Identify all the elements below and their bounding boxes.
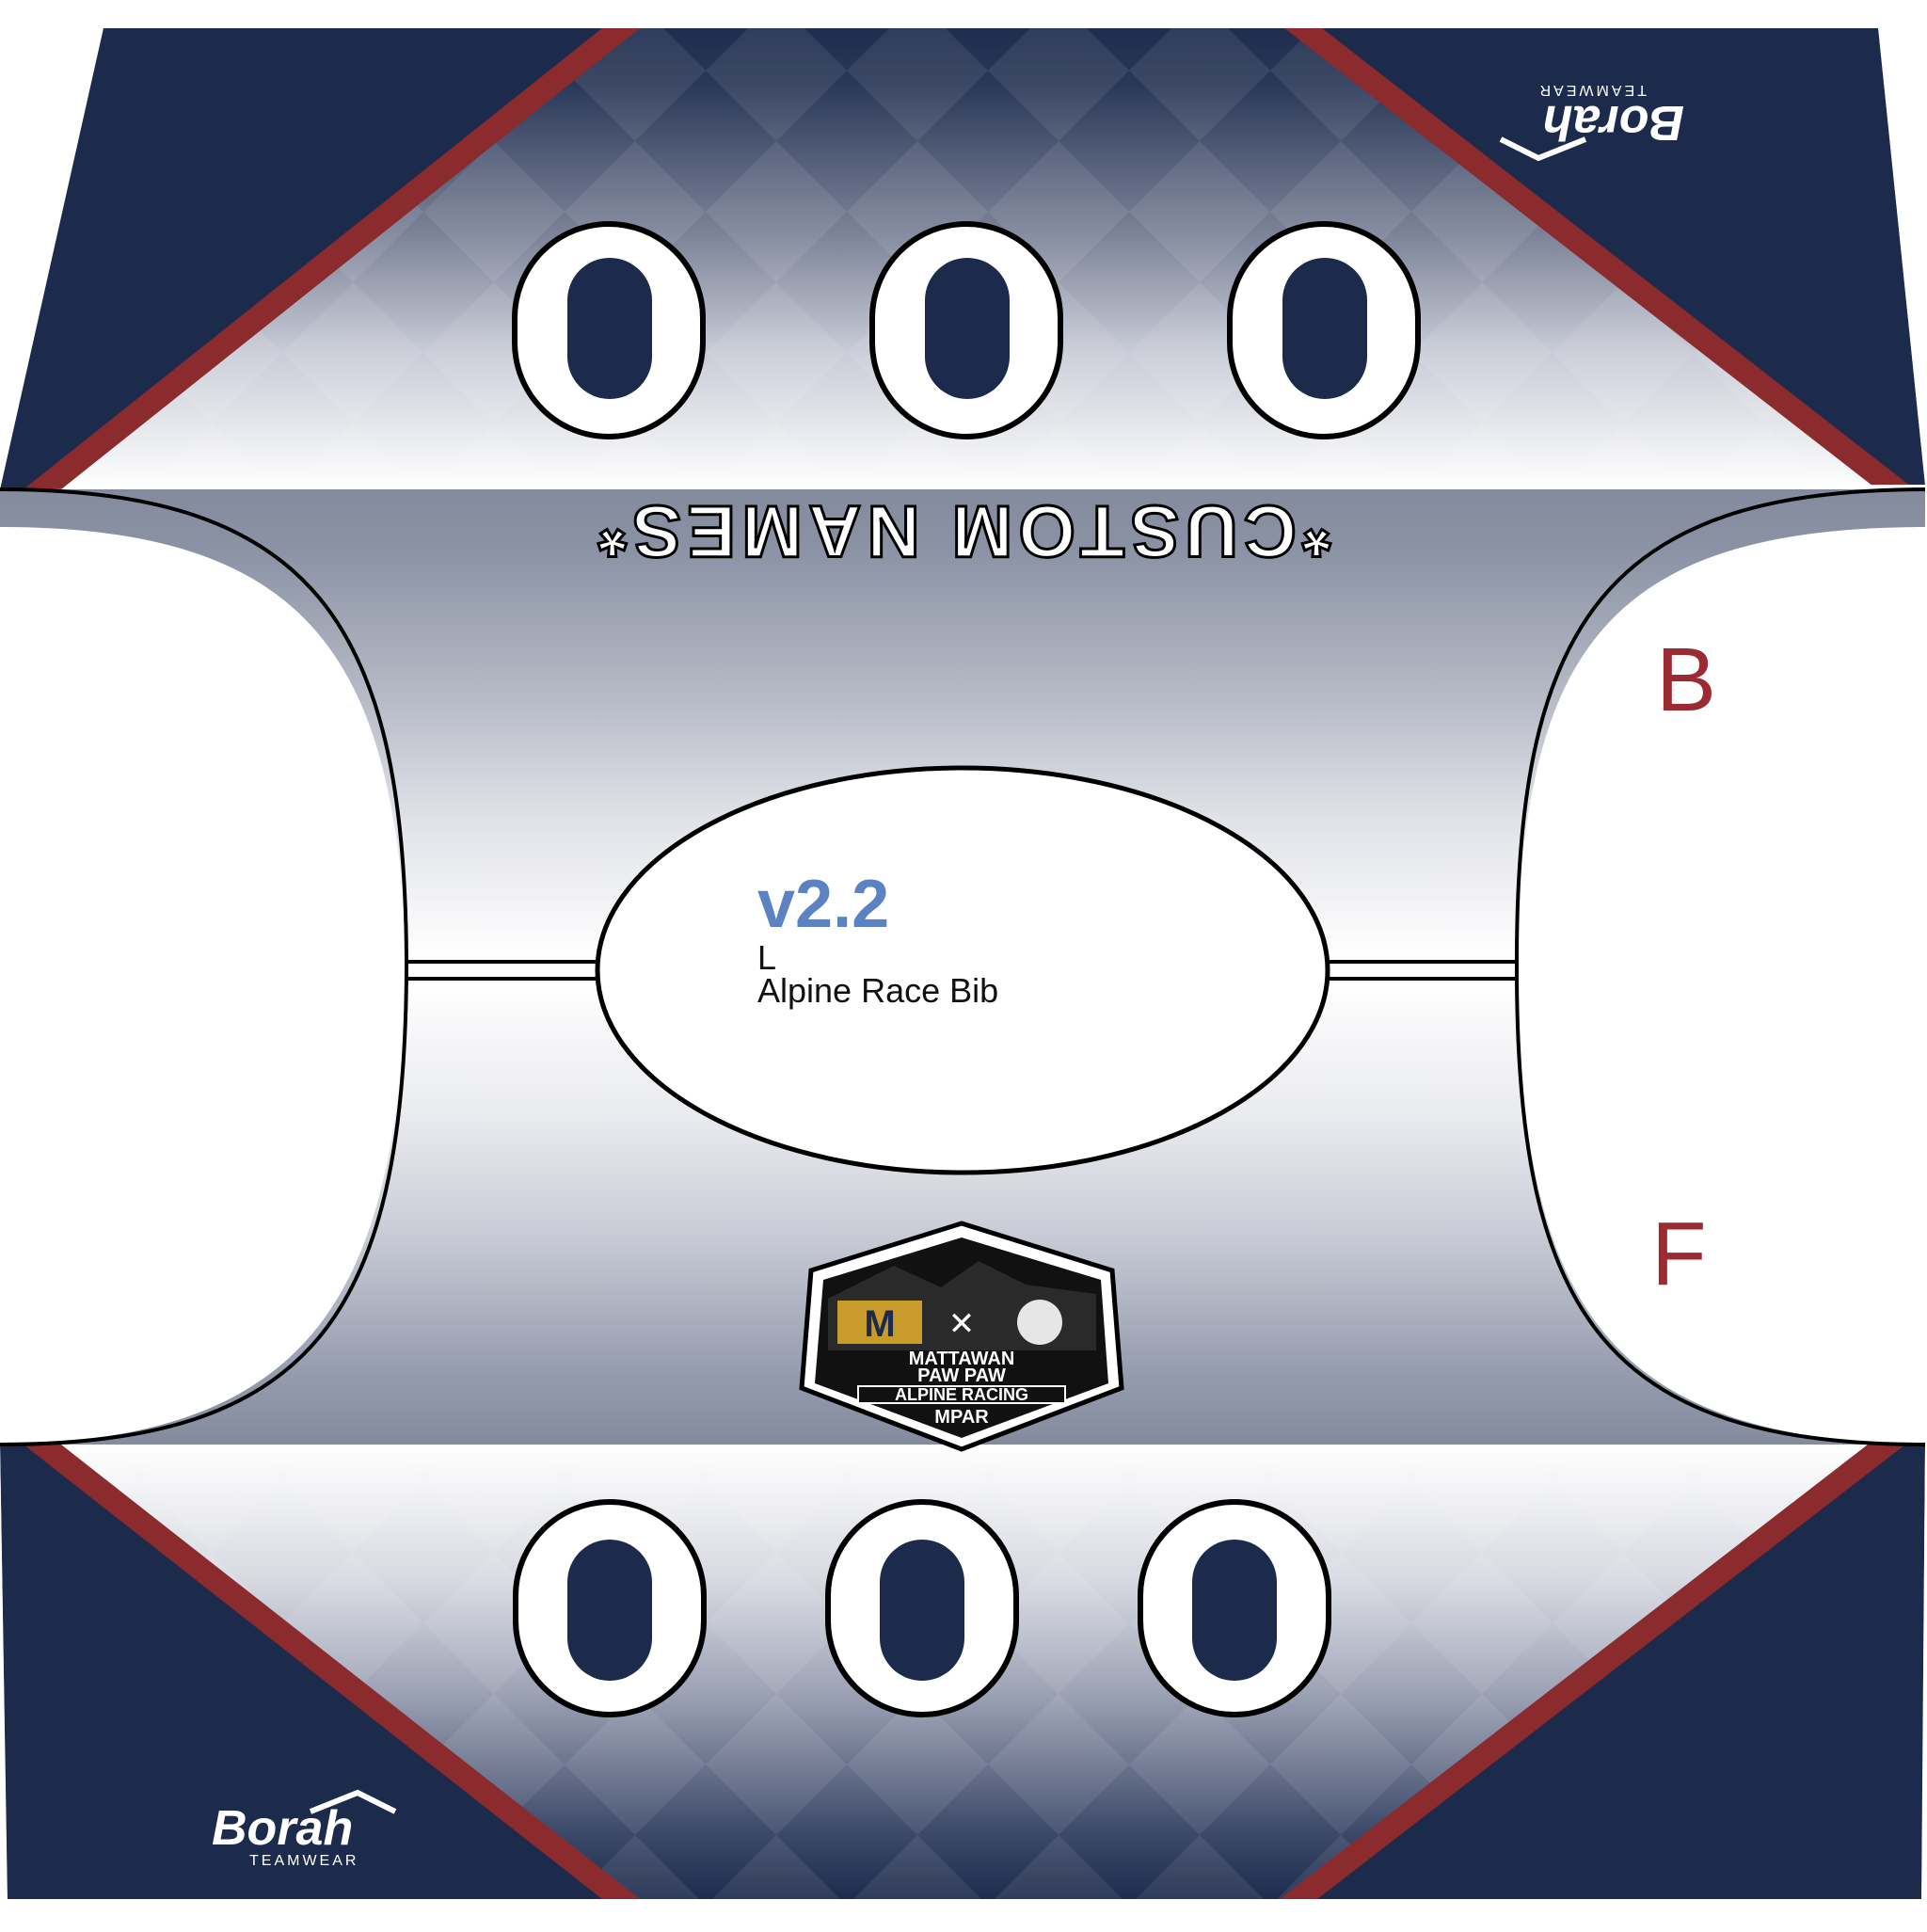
custom-names-text: *CUSTOM NAMES* (593, 490, 1331, 573)
monogram-mark (837, 1301, 922, 1344)
logo-line1: MATTAWAN (909, 1349, 1015, 1369)
version-label: v2.2 (757, 867, 889, 942)
stripe-left-top (24, 28, 640, 489)
back-number-group: 000 (512, 221, 1421, 439)
center-oval (595, 765, 1330, 1175)
stripe-right-top (1284, 28, 1915, 489)
brand-tagline-bottom: TEAMWEAR (249, 1853, 358, 1869)
product-label: Alpine Race Bib (757, 971, 998, 1010)
back-side-letter: B (1656, 630, 1716, 730)
team-logo-badge: M ✕ MATTAWAN PAW PAW ALPINE RACING MPAR (799, 1221, 1124, 1452)
brand-name-top: Borah (1543, 95, 1684, 150)
logo-line2: PAW PAW (917, 1365, 1006, 1386)
crossed-skis-icon: ✕ (948, 1306, 976, 1342)
mountain-icon (1499, 136, 1587, 162)
front-side-letter: F (1651, 1204, 1707, 1304)
monogram-letter: M (864, 1303, 895, 1345)
front-number-group: 000 (513, 1499, 1331, 1717)
brand-tagline-top: TEAMWEAR (1537, 82, 1647, 98)
wolf-icon (1017, 1300, 1062, 1345)
stripe-left-bottom (24, 1445, 640, 1899)
borah-logo-bottom: Borah TEAMWEAR (212, 1789, 397, 1869)
brand-name-bottom: Borah (212, 1801, 353, 1856)
size-label: L (757, 938, 776, 977)
logo-line3: ALPINE RACING (895, 1385, 1028, 1404)
logo-line4: MPAR (934, 1407, 989, 1428)
borah-logo-top: Borah TEAMWEAR (1499, 82, 1684, 162)
mountain-icon (309, 1789, 397, 1814)
stripe-right-bottom (1280, 1445, 1905, 1899)
